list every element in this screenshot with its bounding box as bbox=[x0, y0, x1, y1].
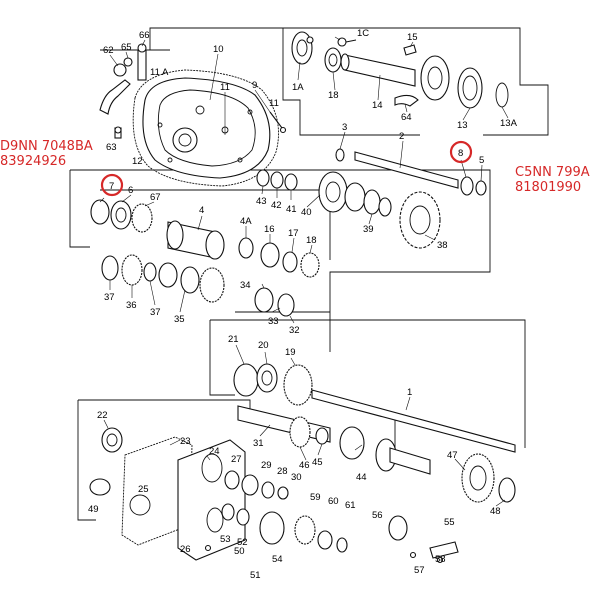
callout-7: 7 bbox=[109, 181, 114, 192]
bolt-11 bbox=[269, 111, 287, 134]
callout-65: 65 bbox=[121, 42, 132, 53]
callout-20: 20 bbox=[258, 340, 269, 351]
callout-38: 38 bbox=[437, 240, 448, 251]
callout-56: 56 bbox=[372, 510, 383, 521]
callout-34: 34 bbox=[240, 280, 251, 291]
callout-6: 6 bbox=[128, 185, 133, 196]
callout-2: 2 bbox=[399, 131, 404, 142]
group-outlines bbox=[69, 27, 549, 521]
callout-13a: 13A bbox=[500, 118, 518, 129]
shift-lever-assembly bbox=[99, 43, 147, 139]
callout-18-mid: 18 bbox=[306, 235, 317, 246]
callout-19: 19 bbox=[285, 347, 296, 358]
callout-30: 30 bbox=[291, 472, 302, 483]
callout-25: 25 bbox=[138, 484, 149, 495]
callout-28: 28 bbox=[277, 466, 288, 477]
callout-60: 60 bbox=[328, 496, 339, 507]
callout-24: 24 bbox=[209, 446, 220, 457]
callout-11a: 11 A bbox=[150, 67, 169, 78]
right-part-code: C5NN 799A bbox=[515, 165, 590, 180]
callout-labels: 62 65 66 11 A 10 11 9 11 63 12 1C 15 1A … bbox=[88, 28, 518, 581]
callout-64: 64 bbox=[401, 112, 412, 123]
callout-55: 55 bbox=[444, 517, 455, 528]
callout-49: 49 bbox=[88, 504, 99, 515]
callout-52: 52 bbox=[237, 537, 248, 548]
callout-29: 29 bbox=[261, 460, 272, 471]
callout-61: 61 bbox=[345, 500, 356, 511]
callout-4: 4 bbox=[199, 205, 204, 216]
callout-63: 63 bbox=[106, 142, 117, 153]
right-part-number: 81801990 bbox=[515, 180, 582, 195]
callout-43: 43 bbox=[256, 196, 267, 207]
callout-53: 53 bbox=[220, 534, 231, 545]
callout-37-left: 37 bbox=[104, 292, 115, 303]
callout-47: 47 bbox=[447, 450, 458, 461]
pto-output-shaft bbox=[291, 31, 509, 109]
callout-48: 48 bbox=[490, 506, 501, 517]
left-part-number-label: D9NN 7048BA 83924926 bbox=[0, 139, 93, 169]
transmission-cover-plate bbox=[142, 77, 271, 179]
callout-18-top: 18 bbox=[328, 90, 339, 101]
callout-16: 16 bbox=[264, 224, 275, 235]
callout-40: 40 bbox=[301, 207, 312, 218]
left-part-number: 83924926 bbox=[0, 154, 67, 169]
callout-36: 36 bbox=[126, 300, 137, 311]
callout-33: 33 bbox=[268, 316, 279, 327]
callout-12: 12 bbox=[132, 156, 143, 167]
callout-17: 17 bbox=[288, 228, 299, 239]
callout-27: 27 bbox=[231, 454, 242, 465]
callout-44: 44 bbox=[356, 472, 367, 483]
callout-51: 51 bbox=[250, 570, 261, 581]
callout-14: 14 bbox=[372, 100, 383, 111]
callout-1a: 1A bbox=[292, 82, 304, 93]
callout-11-right: 11 bbox=[269, 98, 279, 109]
callout-39: 39 bbox=[363, 224, 374, 235]
callout-10: 10 bbox=[213, 44, 224, 55]
callout-37-right: 37 bbox=[150, 307, 161, 318]
callout-45: 45 bbox=[312, 457, 323, 468]
callout-22: 22 bbox=[97, 410, 108, 421]
callout-58: 58 bbox=[435, 554, 446, 565]
callout-46: 46 bbox=[299, 460, 310, 471]
callout-62: 62 bbox=[103, 45, 114, 56]
countershaft-group bbox=[90, 148, 487, 317]
callout-15: 15 bbox=[407, 32, 418, 43]
callout-1c: 1C bbox=[357, 28, 369, 39]
callout-31: 31 bbox=[253, 438, 264, 449]
callout-13: 13 bbox=[457, 120, 468, 131]
callout-26: 26 bbox=[180, 544, 191, 555]
callout-3: 3 bbox=[342, 122, 347, 133]
callout-59: 59 bbox=[310, 492, 321, 503]
callout-32: 32 bbox=[289, 325, 300, 336]
callout-50: 50 bbox=[234, 546, 245, 557]
callout-35: 35 bbox=[174, 314, 185, 325]
leader-lines bbox=[99, 36, 509, 507]
left-part-code: D9NN 7048BA bbox=[0, 139, 93, 154]
callout-5: 5 bbox=[479, 155, 484, 166]
right-part-number-label: C5NN 799A 81801990 bbox=[515, 165, 590, 195]
highlight-circle-8 bbox=[449, 140, 473, 164]
callout-4a: 4A bbox=[240, 216, 252, 227]
callout-1: 1 bbox=[407, 387, 412, 398]
callout-21: 21 bbox=[228, 334, 239, 345]
callout-57: 57 bbox=[414, 565, 425, 576]
callout-11-top: 11 bbox=[220, 82, 230, 93]
main-shaft-group bbox=[233, 363, 516, 503]
bottom-housing-group bbox=[89, 427, 459, 564]
callout-23: 23 bbox=[180, 436, 191, 447]
callout-54: 54 bbox=[272, 554, 283, 565]
highlight-circle-7 bbox=[100, 173, 124, 197]
callout-8: 8 bbox=[458, 148, 463, 159]
cover-gasket bbox=[132, 69, 279, 187]
callout-9: 9 bbox=[252, 80, 257, 91]
callout-66: 66 bbox=[139, 30, 150, 41]
callout-41: 41 bbox=[286, 204, 297, 215]
callout-42: 42 bbox=[271, 200, 282, 211]
callout-67: 67 bbox=[150, 192, 161, 203]
